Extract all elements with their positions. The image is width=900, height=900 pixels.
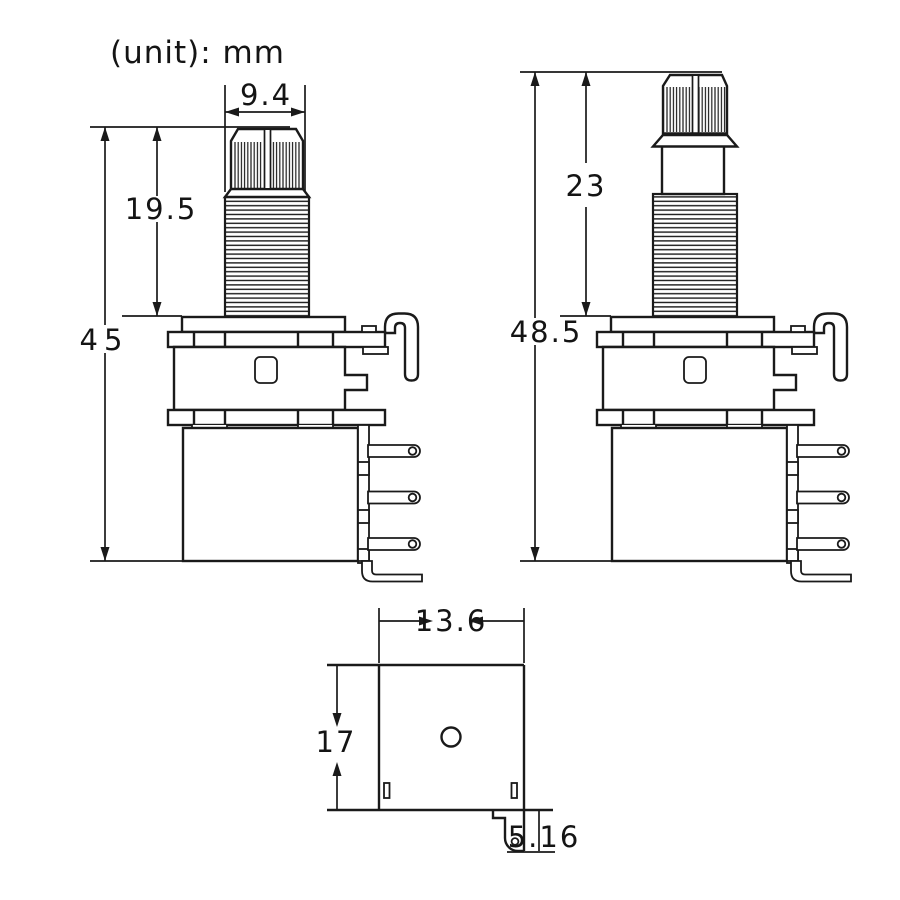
threaded-bushing-long	[651, 192, 739, 319]
dim-lug-drop: 5.16	[507, 811, 581, 854]
dim-label-9-4: 9.4	[240, 78, 292, 112]
base-slot	[510, 782, 518, 799]
dim-label-19-5: 19.5	[125, 192, 198, 226]
dim-base-width: 13.6	[378, 604, 525, 663]
shaft-collar	[650, 133, 740, 148]
dim-base-depth: 17	[316, 665, 357, 810]
dim-shaft-top-width: 9.4	[225, 78, 305, 117]
right-pot-body	[597, 314, 851, 582]
base-slot	[383, 782, 391, 799]
dim-label-23: 23	[566, 169, 607, 203]
dim-overall-height-left: 45	[80, 127, 129, 561]
dim-label-13-6: 13.6	[415, 604, 488, 638]
left-side-view: 9.4 19.5 45	[80, 78, 422, 582]
dim-label-45: 45	[80, 323, 129, 357]
lug-hole	[510, 837, 520, 846]
threaded-bushing	[223, 195, 311, 319]
shaft-slot	[264, 130, 271, 188]
dim-overall-height-right: 48.5	[510, 72, 583, 561]
dim-shaft-length-left: 19.5	[125, 127, 198, 316]
solder-lug	[491, 810, 524, 853]
right-side-view: 23 48.5	[510, 71, 851, 582]
shaft-center-hole	[440, 726, 462, 748]
plain-shaft	[660, 144, 726, 196]
bottom-view: 13.6 17 5.16	[316, 604, 581, 854]
shaft-slot	[692, 76, 698, 132]
dim-label-17: 17	[316, 725, 357, 759]
left-pot-body	[168, 314, 422, 582]
dim-shaft-length-right: 23	[566, 72, 607, 316]
dim-label-48-5: 48.5	[510, 315, 583, 349]
width-ext-lines	[224, 85, 306, 192]
knurl-hatch	[699, 87, 726, 132]
unit-label: (unit): mm	[110, 35, 285, 71]
knurl-hatch	[664, 87, 692, 132]
knurl-hatch	[233, 142, 263, 188]
dim-label-5-16: 5.16	[508, 820, 581, 854]
knurl-hatch	[271, 142, 301, 188]
